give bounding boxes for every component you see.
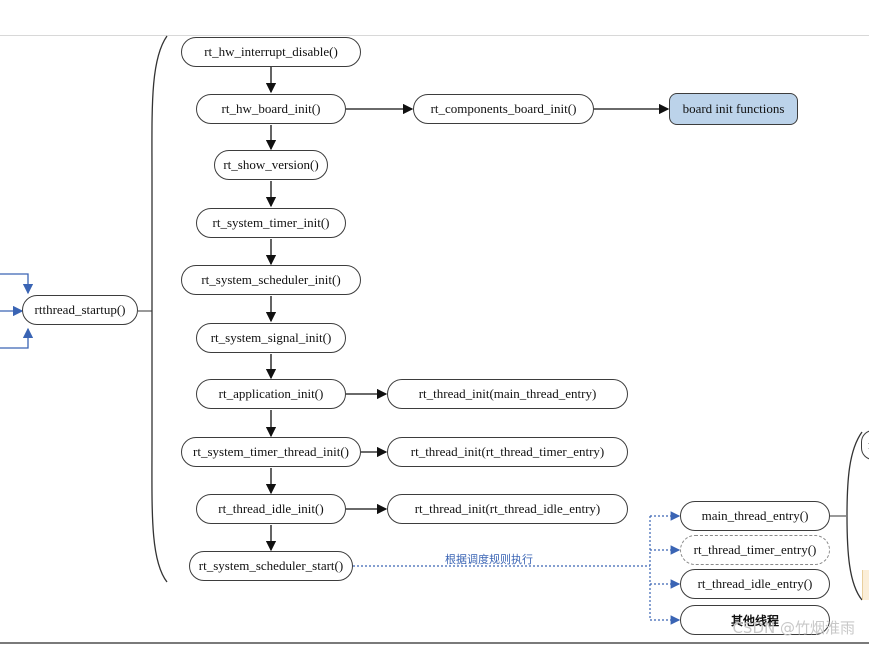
node-board-init-functions: board init functions: [669, 93, 798, 125]
node-show-version: rt_show_version(): [214, 150, 328, 180]
node-scheduler-start: rt_system_scheduler_start(): [189, 551, 353, 581]
watermark: CSDN @竹烟淮雨: [732, 619, 855, 637]
node-signal-init: rt_system_signal_init(): [196, 323, 346, 353]
node-thread-idle-init: rt_thread_idle_init(): [196, 494, 346, 524]
node-system-timer-init: rt_system_timer_init(): [196, 208, 346, 238]
main-thread-brace: [846, 431, 863, 601]
call-sequence-brace: [151, 35, 168, 583]
bottom-divider: [0, 642, 869, 644]
node-application-init: rt_application_init(): [196, 379, 346, 409]
top-divider: [0, 35, 869, 36]
node-interrupt-disable: rt_hw_interrupt_disable(): [181, 37, 361, 67]
node-timer-thread-init: rt_system_timer_thread_init(): [181, 437, 361, 467]
node-thread-init-idle: rt_thread_init(rt_thread_idle_entry): [387, 494, 628, 524]
node-thread-init-timer: rt_thread_init(rt_thread_timer_entry): [387, 437, 628, 467]
node-thread-init-main: rt_thread_init(main_thread_entry): [387, 379, 628, 409]
clipped-highlight: [862, 570, 869, 600]
node-main-thread-entry: main_thread_entry(): [680, 501, 830, 531]
node-board-init: rt_hw_board_init(): [196, 94, 346, 124]
node-timer-entry: rt_thread_timer_entry(): [680, 535, 830, 565]
node-rtthread-startup: rtthread_startup(): [22, 295, 138, 325]
node-scheduler-init: rt_system_scheduler_init(): [181, 265, 361, 295]
node-idle-entry: rt_thread_idle_entry(): [680, 569, 830, 599]
startup-feedback-lines: [0, 273, 34, 349]
schedule-edge-label: 根据调度规则执行: [445, 553, 533, 566]
node-other-threads: 其他线程: [680, 605, 830, 635]
node-components-board-init: rt_components_board_init(): [413, 94, 594, 124]
